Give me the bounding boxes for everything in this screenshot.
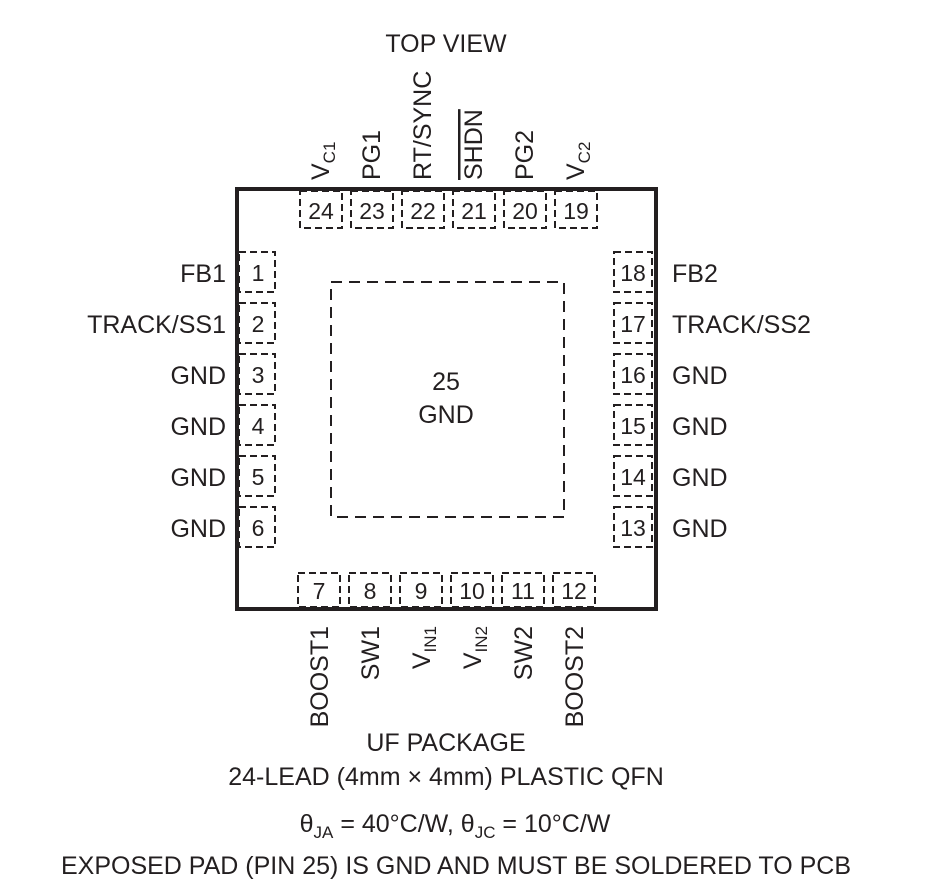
pin-label: VC1 — [307, 142, 339, 180]
pin-label: GND — [170, 362, 226, 390]
pin-pad — [613, 404, 653, 446]
pin-number: 2 — [252, 311, 265, 337]
pin-pad — [501, 572, 545, 608]
pin-number: 10 — [459, 578, 485, 604]
pin-label: GND — [672, 362, 728, 390]
top-view-label: TOP VIEW — [385, 30, 507, 58]
pin-pad — [613, 506, 653, 548]
pin-label: GND — [672, 413, 728, 441]
pin-pad — [554, 190, 598, 229]
pin-label: VIN2 — [459, 626, 491, 669]
pin-label: FB2 — [672, 260, 718, 288]
pin-pad — [399, 572, 443, 608]
pin-pad — [238, 506, 276, 548]
pin-pad — [401, 190, 445, 229]
exposed-pad-number: 25 — [432, 368, 460, 396]
pin-label: TRACK/SS2 — [672, 311, 811, 339]
pin-pad — [238, 251, 276, 293]
pin-label: GND — [170, 464, 226, 492]
pin-number: 19 — [563, 198, 589, 224]
pin-pad — [613, 455, 653, 497]
pin-number: 21 — [461, 198, 487, 224]
pin-number: 13 — [620, 515, 646, 541]
pin-number: 5 — [252, 464, 265, 490]
pin-number: 9 — [415, 578, 428, 604]
pin-label: VC2 — [562, 142, 594, 180]
pin-label: VIN1 — [408, 626, 440, 669]
pin-label: BOOST1 — [306, 626, 334, 727]
pin-label: FB1 — [180, 260, 226, 288]
pin-number: 1 — [252, 260, 265, 286]
pin-label: GND — [672, 515, 728, 543]
pin-label: PG1 — [358, 130, 386, 180]
pin-number: 18 — [620, 260, 646, 286]
pin-label: BOOST2 — [561, 626, 589, 727]
pin-number: 24 — [308, 198, 334, 224]
pin-number: 3 — [252, 362, 265, 388]
pin-label: GND — [672, 464, 728, 492]
package-description: 24-LEAD (4mm × 4mm) PLASTIC QFN — [228, 763, 664, 791]
exposed-pad — [330, 281, 565, 518]
package-body — [235, 187, 658, 611]
exposed-pad-note: EXPOSED PAD (PIN 25) IS GND AND MUST BE … — [61, 852, 851, 880]
pin-label: PG2 — [511, 130, 539, 180]
pin-label: RT/SYNC — [409, 71, 437, 180]
pin-label: GND — [170, 413, 226, 441]
pin-pad — [552, 572, 596, 608]
pin-pad — [503, 190, 547, 229]
package-name: UF PACKAGE — [366, 729, 525, 757]
pin-number: 16 — [620, 362, 646, 388]
pin-number: 6 — [252, 515, 265, 541]
pin-pad — [613, 251, 653, 293]
pin-number: 22 — [410, 198, 436, 224]
exposed-pad-name: GND — [418, 401, 474, 429]
pin-number: 8 — [364, 578, 377, 604]
pin-label: SHDN — [460, 109, 488, 180]
pin-pad — [350, 190, 394, 229]
pin-number: 20 — [512, 198, 538, 224]
pin-pad — [348, 572, 392, 608]
pin-pad — [238, 404, 276, 446]
pin-number: 23 — [359, 198, 385, 224]
pin-pad — [452, 190, 496, 229]
pin-pad — [613, 353, 653, 395]
pin-label: SW2 — [510, 626, 538, 680]
pin-number: 17 — [620, 311, 646, 337]
pin-number: 15 — [620, 413, 646, 439]
pin-number: 12 — [561, 578, 587, 604]
pin-label: TRACK/SS1 — [87, 311, 226, 339]
pin-pad — [299, 190, 343, 229]
thermal-resistance: θJA = 40°C/W, θJC = 10°C/W — [300, 810, 611, 842]
pin-number: 4 — [252, 413, 265, 439]
pin-pad — [238, 353, 276, 395]
pin-pad — [450, 572, 494, 608]
pin-label: SW1 — [357, 626, 385, 680]
pin-label: GND — [170, 515, 226, 543]
pin-pad — [238, 455, 276, 497]
pin-number: 14 — [620, 464, 646, 490]
pin-number: 11 — [511, 578, 535, 604]
pin-pad — [613, 302, 653, 344]
pin-number: 7 — [313, 578, 326, 604]
pin-pad — [238, 302, 276, 344]
pin-pad — [297, 572, 341, 608]
